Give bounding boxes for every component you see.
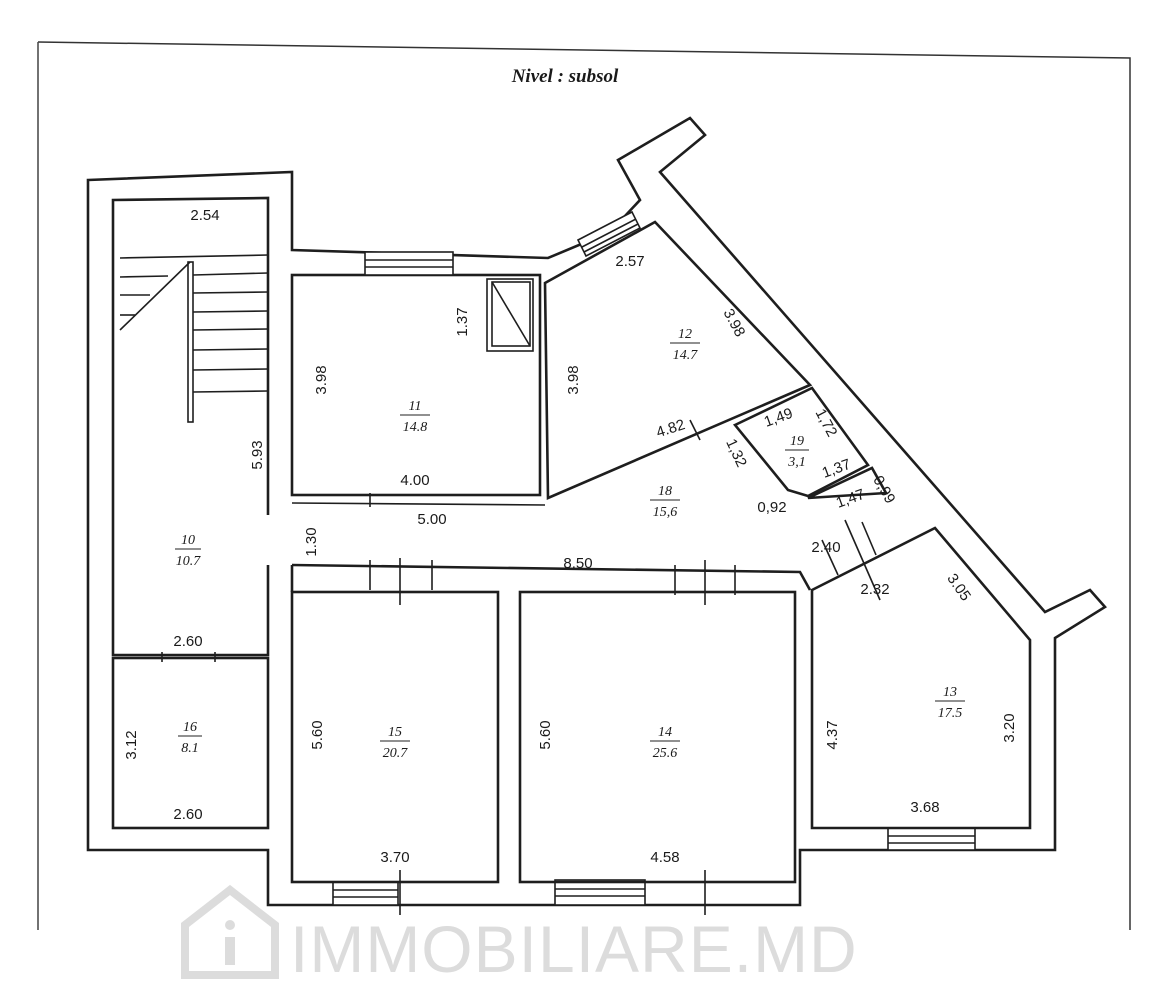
svg-text:1,47: 1,47 <box>834 486 867 512</box>
svg-text:18: 18 <box>658 484 672 499</box>
svg-text:3.68: 3.68 <box>910 799 939 816</box>
svg-text:12: 12 <box>678 327 692 342</box>
room-label-19: 19 3,1 <box>785 434 809 470</box>
room-label-12: 12 14.7 <box>670 327 700 363</box>
svg-text:2.57: 2.57 <box>615 253 644 270</box>
staircase-icon <box>119 254 269 423</box>
room-10-wall <box>111 196 270 657</box>
svg-text:19: 19 <box>790 434 804 449</box>
svg-text:10.7: 10.7 <box>176 554 202 569</box>
small-storage-wall <box>807 466 889 500</box>
svg-text:20.7: 20.7 <box>383 746 409 761</box>
svg-text:4.82: 4.82 <box>654 416 687 441</box>
watermark-logo: IMMOBILIARE.MD <box>181 884 858 986</box>
room-15-wall <box>290 590 500 884</box>
room-label-15: 15 20.7 <box>380 725 410 761</box>
svg-text:3.98: 3.98 <box>720 306 749 340</box>
svg-text:11: 11 <box>409 399 422 414</box>
window-icon <box>576 210 642 258</box>
svg-text:2.32: 2.32 <box>860 581 889 598</box>
svg-text:4.58: 4.58 <box>650 849 679 866</box>
window-icon <box>887 827 976 851</box>
svg-text:0,92: 0,92 <box>757 499 786 516</box>
room-13-wall <box>810 526 1032 830</box>
svg-text:2.54: 2.54 <box>190 207 219 224</box>
room-label-11: 11 14.8 <box>400 399 430 435</box>
room-14-wall <box>518 590 797 884</box>
room-label-10: 10 10.7 <box>175 533 201 569</box>
svg-text:5.00: 5.00 <box>417 511 446 528</box>
svg-text:4.00: 4.00 <box>400 472 429 489</box>
svg-text:5.93: 5.93 <box>249 440 266 469</box>
wall-line <box>291 502 546 506</box>
level-title: Nivel : subsol <box>511 66 619 87</box>
svg-text:14.7: 14.7 <box>673 348 699 363</box>
svg-text:2.60: 2.60 <box>173 806 202 823</box>
svg-text:3.12: 3.12 <box>123 730 140 759</box>
svg-text:1,72: 1,72 <box>812 406 841 440</box>
svg-text:8.1: 8.1 <box>181 741 199 756</box>
svg-text:17.5: 17.5 <box>938 706 963 721</box>
svg-text:15: 15 <box>388 725 402 740</box>
window-icon <box>554 879 646 906</box>
room-label-13: 13 17.5 <box>935 685 965 721</box>
window-icon <box>364 251 454 276</box>
svg-text:16: 16 <box>183 720 197 735</box>
room-16-wall <box>111 656 270 830</box>
svg-text:3.98: 3.98 <box>565 365 582 394</box>
window-icon <box>332 881 399 906</box>
svg-text:2.40: 2.40 <box>811 539 840 556</box>
page-frame <box>37 41 1131 930</box>
svg-text:15,6: 15,6 <box>653 505 678 520</box>
svg-text:8.50: 8.50 <box>563 555 592 572</box>
door-marks <box>161 419 881 915</box>
dimension-labels: 2.54 5.93 1.37 3.98 4.00 5.00 1.30 3.98 … <box>123 207 1018 866</box>
svg-text:10: 10 <box>181 533 195 548</box>
corridor-wall <box>291 563 812 591</box>
svg-text:14.8: 14.8 <box>403 420 428 435</box>
svg-text:5.60: 5.60 <box>309 720 326 749</box>
svg-text:4.37: 4.37 <box>824 720 841 749</box>
svg-text:13: 13 <box>943 685 957 700</box>
svg-text:3.20: 3.20 <box>1001 713 1018 742</box>
room-label-18: 18 15,6 <box>650 484 680 520</box>
svg-text:0,99: 0,99 <box>869 473 898 507</box>
house-icon <box>181 884 279 979</box>
svg-text:IMMOBILIARE.MD: IMMOBILIARE.MD <box>290 912 858 986</box>
svg-text:2.60: 2.60 <box>173 633 202 650</box>
svg-text:3.70: 3.70 <box>380 849 409 866</box>
closet-icon <box>486 278 534 352</box>
svg-text:5.60: 5.60 <box>537 720 554 749</box>
svg-text:14: 14 <box>658 725 672 740</box>
room-label-16: 16 8.1 <box>178 720 202 756</box>
room-label-14: 14 25.6 <box>650 725 680 761</box>
svg-text:1,32: 1,32 <box>722 436 750 470</box>
room-19-wall <box>732 386 870 498</box>
svg-text:3.05: 3.05 <box>943 571 974 605</box>
svg-text:3.98: 3.98 <box>313 365 330 394</box>
svg-text:3,1: 3,1 <box>787 455 806 470</box>
svg-text:25.6: 25.6 <box>653 746 678 761</box>
svg-text:1.30: 1.30 <box>303 527 320 556</box>
svg-text:1.37: 1.37 <box>454 307 471 336</box>
outer-wall <box>86 116 1107 907</box>
room-12-wall <box>543 220 813 500</box>
